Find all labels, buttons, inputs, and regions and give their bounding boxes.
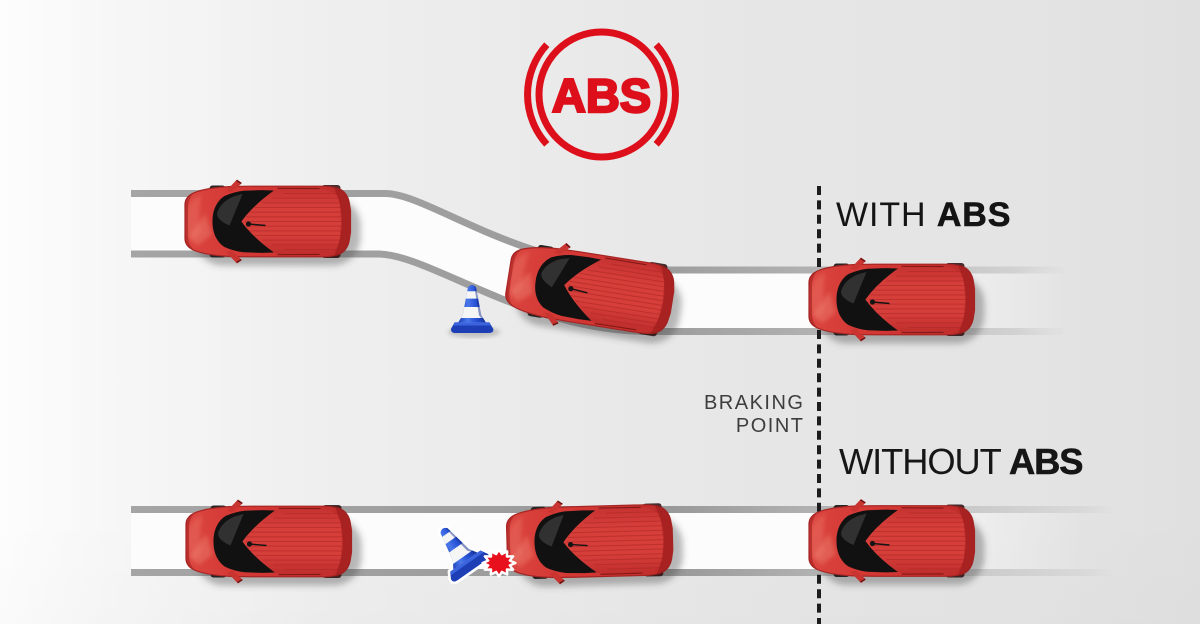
svg-text:ABS: ABS (552, 69, 651, 122)
